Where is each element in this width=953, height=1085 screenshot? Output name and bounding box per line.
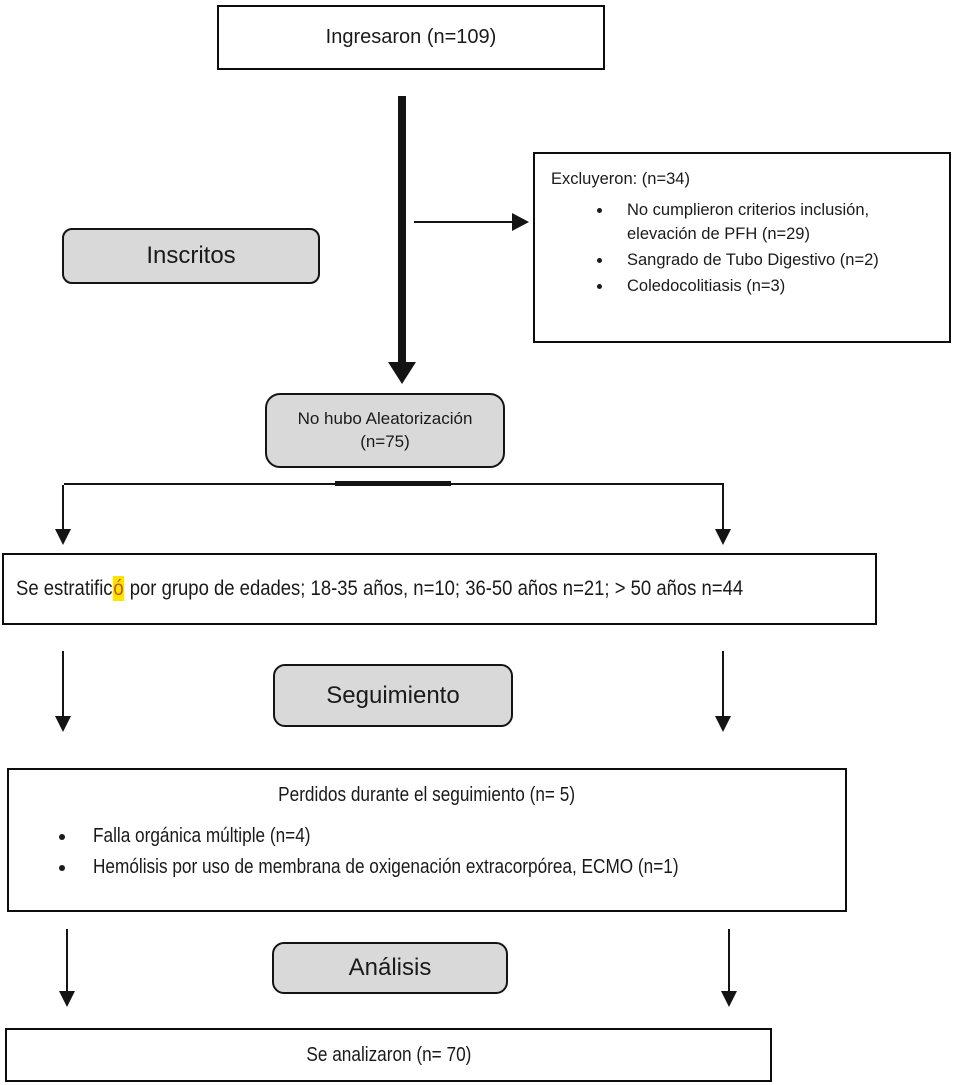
arrow-to-exclusions-head <box>512 213 529 231</box>
arrow-analysis-left-shaft <box>66 929 68 992</box>
arrow-to-exclusions-shaft <box>414 221 514 223</box>
stage-label-seguimiento: Seguimiento <box>273 664 513 727</box>
excluyeron-item: Coledocolitiasis (n=3) <box>613 275 937 299</box>
inscritos-label: Inscritos <box>146 242 236 269</box>
arrow-followup-left-head <box>55 716 71 732</box>
perdidos-title: Perdidos durante el seguimiento (n= 5) <box>278 784 576 806</box>
arrow-analysis-right-head <box>721 991 737 1007</box>
stage-label-analisis: Análisis <box>272 942 508 994</box>
arrow-followup-right-shaft <box>722 651 724 717</box>
arrow-followup-left-shaft <box>62 651 64 717</box>
connector-branch-thick-segment <box>335 481 451 486</box>
perdidos-list: Falla orgánica múltiple (n=4) Hemólisis … <box>19 823 835 885</box>
excluyeron-item: Sangrado de Tubo Digestivo (n=2) <box>613 249 937 273</box>
arrow-branch-left-shaft <box>62 485 64 530</box>
analizaron-label: Se analizaron (n= 70) <box>306 1043 471 1066</box>
flow-box-perdidos: Perdidos durante el seguimiento (n= 5) F… <box>7 768 847 912</box>
ingresaron-label: Ingresaron (n=109) <box>325 26 497 48</box>
aleatorizacion-line2: (n=75) <box>360 431 410 451</box>
arrow-followup-right-head <box>715 716 731 732</box>
excluyeron-list: No cumplieron criterios inclusión, eleva… <box>551 199 937 301</box>
arrow-analysis-right-shaft <box>728 929 730 992</box>
stage-label-inscritos: Inscritos <box>62 228 320 284</box>
perdidos-item: Hemólisis por uso de membrana de oxigena… <box>77 854 835 881</box>
flow-box-excluyeron: Excluyeron: (n=34) No cumplieron criteri… <box>533 152 951 343</box>
highlighted-letter: ó <box>112 576 125 601</box>
estratificacion-text: Se estratificó por grupo de edades; 18-3… <box>16 576 744 601</box>
arrow-branch-left-head <box>55 529 71 545</box>
perdidos-item: Falla orgánica múltiple (n=4) <box>77 823 835 850</box>
analisis-label: Análisis <box>348 954 432 981</box>
arrow-branch-right-shaft <box>722 485 724 530</box>
flow-box-estratificacion: Se estratificó por grupo de edades; 18-3… <box>2 553 877 625</box>
flow-box-no-aleatorizacion: No hubo Aleatorización (n=75) <box>265 393 505 468</box>
excluyeron-item: No cumplieron criterios inclusión, eleva… <box>613 199 937 247</box>
flow-box-analizaron: Se analizaron (n= 70) <box>5 1028 772 1082</box>
arrow-analysis-left-head <box>59 991 75 1007</box>
flow-box-ingresaron: Ingresaron (n=109) <box>217 5 605 70</box>
arrow-main-down-head <box>388 362 416 384</box>
arrow-branch-right-head <box>715 529 731 545</box>
arrow-main-down-shaft <box>398 96 406 364</box>
seguimiento-label: Seguimiento <box>326 681 460 709</box>
excluyeron-title: Excluyeron: (n=34) <box>551 170 690 188</box>
aleatorizacion-line1: No hubo Aleatorización <box>297 408 473 428</box>
